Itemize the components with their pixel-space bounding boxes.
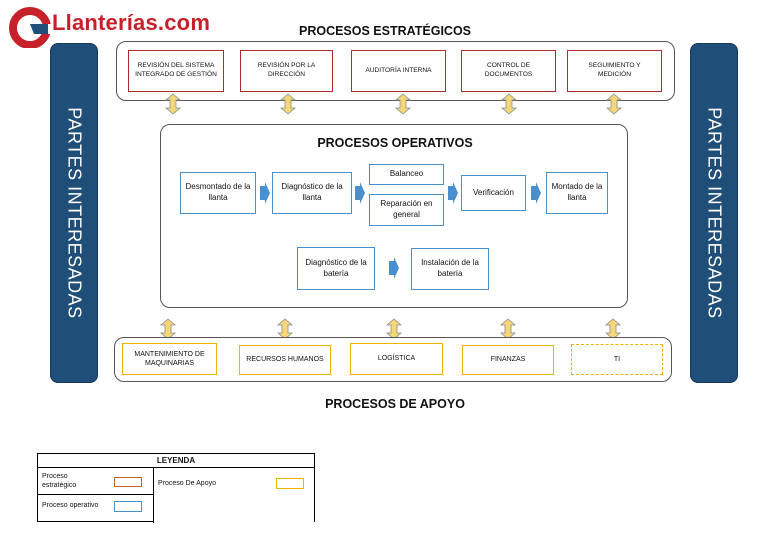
legend-title: LEYENDA xyxy=(38,454,314,468)
strategic-item-seguimiento: SEGUIMIENTO Y MEDICIÓN xyxy=(567,50,662,92)
support-item-finanzas: FINANZAS xyxy=(462,345,554,375)
op-instalacion-bateria: Instalación de la batería xyxy=(411,248,489,290)
legend-operative-label: Proceso operativo xyxy=(42,502,99,509)
double-arrow-icon xyxy=(605,93,623,115)
strategic-title: PROCESOS ESTRATÉGICOS xyxy=(298,24,471,38)
op-diagnostico-llanta: Diagnóstico de la llanta xyxy=(272,172,352,214)
legend-strategic-swatch xyxy=(114,477,142,487)
double-arrow-icon xyxy=(159,318,177,340)
op-balanceo: Balanceo xyxy=(369,164,444,185)
strategic-item-revision-sistema: REVISIÓN DEL SISTEMA INTEGRADO DE GESTIÓ… xyxy=(128,50,224,92)
flow-arrow-icon xyxy=(448,182,458,204)
op-reparacion: Reparación en general xyxy=(369,194,444,226)
flow-arrow-icon xyxy=(355,182,365,204)
support-item-recursos-humanos: RECURSOS HUMANOS xyxy=(239,345,331,375)
strategic-item-auditoria: AUDITORÍA INTERNA xyxy=(351,50,446,92)
logo[interactable] xyxy=(8,6,238,48)
double-arrow-icon xyxy=(276,318,294,340)
logo-text: Llanterías.com xyxy=(52,10,211,35)
double-arrow-icon xyxy=(394,93,412,115)
support-item-mantenimiento: MANTENIMIENTO DE MAQUINARIAS xyxy=(122,343,217,375)
stakeholders-left-label: PARTES INTERESADAS xyxy=(64,107,85,319)
operative-title: PROCESOS OPERATIVOS xyxy=(317,136,473,150)
double-arrow-icon xyxy=(164,93,182,115)
strategic-item-revision-direccion: REVISIÓN POR LA DIRECCIÓN xyxy=(240,50,333,92)
support-item-ti: TI xyxy=(571,344,663,375)
logo-icon xyxy=(9,7,52,48)
double-arrow-icon xyxy=(604,318,622,340)
legend-empty-cell xyxy=(153,494,314,523)
op-verificacion: Verificación xyxy=(461,175,526,211)
legend: LEYENDA Proceso estratégico Proceso oper… xyxy=(37,453,315,523)
double-arrow-icon xyxy=(279,93,297,115)
strategic-item-control-documentos: CONTROL DE DOCUMENTOS xyxy=(461,50,556,92)
stakeholders-right-bar: PARTES INTERESADAS xyxy=(690,43,738,383)
double-arrow-icon xyxy=(385,318,403,340)
op-desmontado: Desmontado de la llanta xyxy=(180,172,256,214)
double-arrow-icon xyxy=(500,93,518,115)
flow-arrow-icon xyxy=(260,182,270,204)
legend-row-divider xyxy=(38,494,153,495)
flow-arrow-icon xyxy=(531,182,541,204)
support-title: PROCESOS DE APOYO xyxy=(325,397,465,411)
stakeholders-right-label: PARTES INTERESADAS xyxy=(704,107,725,319)
double-arrow-icon xyxy=(499,318,517,340)
legend-support-swatch xyxy=(276,478,304,489)
legend-operative-swatch xyxy=(114,501,142,512)
support-item-logistica: LOGÍSTICA xyxy=(350,343,443,375)
legend-support-label: Proceso De Apoyo xyxy=(158,480,216,487)
legend-strategic-label: Proceso estratégico xyxy=(42,473,77,490)
flow-arrow-icon xyxy=(389,257,399,279)
op-montado: Montado de la llanta xyxy=(546,172,608,214)
stakeholders-left-bar: PARTES INTERESADAS xyxy=(50,43,98,383)
op-diagnostico-bateria: Diagnóstico de la batería xyxy=(297,247,375,290)
